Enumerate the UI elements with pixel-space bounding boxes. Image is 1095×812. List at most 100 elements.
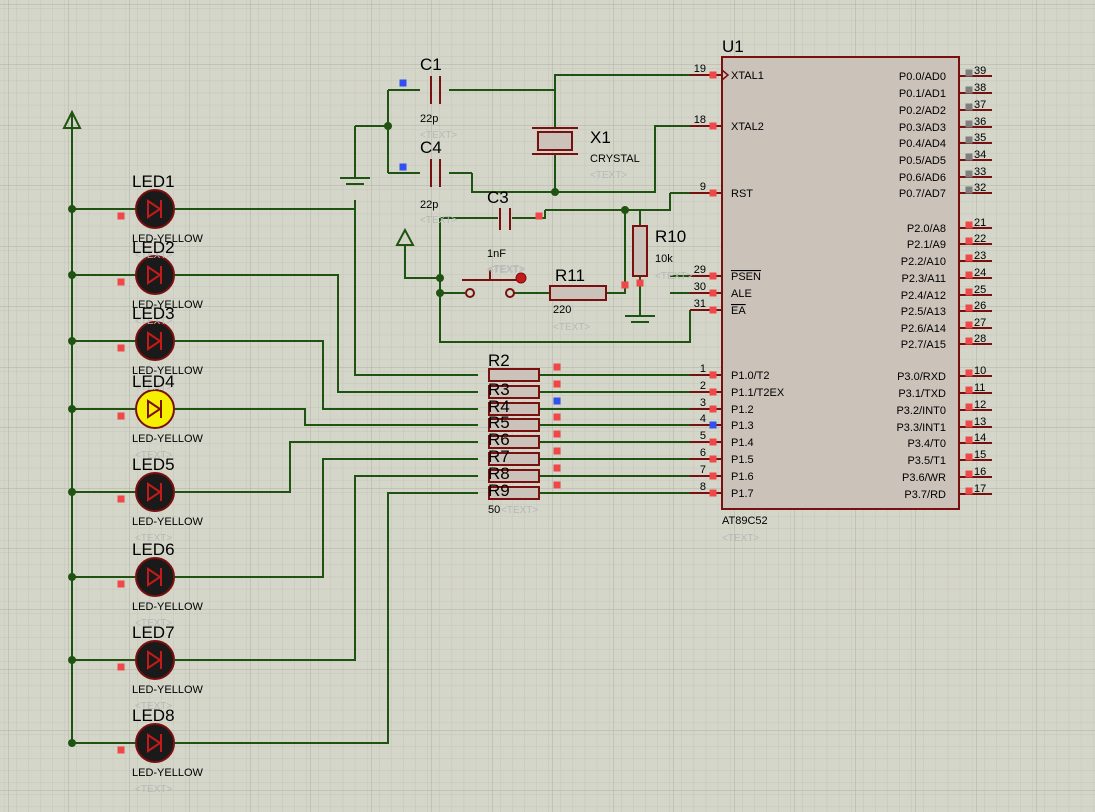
mcu-pin-number: 29 — [694, 264, 706, 276]
led-cathode-wire — [175, 492, 478, 744]
led-pin-marker — [117, 412, 125, 420]
mcu-pin-name: P1.7 — [731, 488, 754, 500]
mcu-pin-name: P0.4/AD4 — [899, 138, 946, 150]
resistor-pin-marker — [553, 397, 561, 405]
mcu-pin-name: P1.6 — [731, 471, 754, 483]
resistor-body[interactable] — [488, 469, 540, 483]
led-ref: LED5 — [132, 455, 175, 474]
led-cathode-wire — [175, 274, 478, 393]
c3-pin-marker — [535, 212, 543, 220]
mcu-pin-number: 32 — [974, 182, 986, 194]
x1-ref: X1 — [590, 128, 611, 147]
wire — [404, 245, 440, 279]
led-cathode-wire — [175, 340, 478, 410]
led-ref: LED3 — [132, 304, 175, 323]
mcu-pin-marker — [709, 421, 717, 429]
resistor-ref: R2 — [488, 351, 510, 370]
resistor-body[interactable] — [488, 385, 540, 399]
mcu-pin-number: 35 — [974, 132, 986, 144]
led-type: LED-YELLOW — [132, 433, 204, 445]
mcu-pin-number: 1 — [700, 363, 706, 375]
led-pin-marker — [117, 580, 125, 588]
led-body[interactable] — [135, 389, 175, 429]
led-type: LED-YELLOW — [132, 365, 204, 377]
resistor-body[interactable] — [488, 486, 540, 500]
button-contact[interactable] — [505, 288, 515, 298]
resistor-body[interactable] — [488, 418, 540, 432]
mcu-pin-name: P3.0/RXD — [897, 371, 946, 383]
junction-dot — [68, 405, 76, 413]
mcu-pin-name: P0.5/AD5 — [899, 155, 946, 167]
resistor-ref: R7 — [488, 447, 510, 466]
wire — [472, 74, 690, 91]
mcu-pin-name: P2.4/A12 — [901, 290, 946, 302]
mcu-pin-name: P0.1/AD1 — [899, 88, 946, 100]
mcu-pin-marker — [709, 472, 717, 480]
led-body[interactable] — [135, 723, 175, 763]
mcu-pin-marker — [709, 371, 717, 379]
led-type: LED-YELLOW — [132, 233, 204, 245]
mcu-pin-marker — [709, 189, 717, 197]
resistor-body[interactable] — [488, 452, 540, 466]
mcu-pin-marker — [965, 136, 973, 144]
mcu-body[interactable] — [721, 56, 960, 510]
mcu-pin-number: 34 — [974, 149, 986, 161]
mcu-pin-name: XTAL2 — [731, 121, 764, 133]
mcu-pin-marker — [965, 487, 973, 495]
r11-body[interactable] — [549, 285, 607, 301]
wire — [606, 210, 626, 294]
r10-ref: R10 — [655, 227, 686, 246]
led-type: LED-YELLOW — [132, 516, 204, 528]
mcu-pin-name: P1.3 — [731, 420, 754, 432]
resistor-text: <TEXT> — [501, 505, 538, 516]
r11-ref: R11 — [555, 266, 585, 285]
resistor-body[interactable] — [488, 368, 540, 382]
junction-dot — [68, 739, 76, 747]
r10-body[interactable] — [632, 225, 648, 277]
led-pin-marker — [117, 663, 125, 671]
labels: U1AT89C52<TEXT>19XTAL118XTAL29RST29PSEN3… — [132, 37, 986, 795]
mcu-pin-name: P0.6/AD6 — [899, 172, 946, 184]
button-actuator[interactable] — [462, 270, 518, 281]
led-body[interactable] — [135, 557, 175, 597]
resistor-body[interactable] — [488, 435, 540, 449]
c1-pin-marker — [399, 79, 407, 87]
crystal-body[interactable] — [537, 131, 573, 151]
led-body[interactable] — [135, 640, 175, 680]
mcu-pin-name: RST — [731, 188, 753, 200]
led-body[interactable] — [135, 189, 175, 229]
led-ref: LED1 — [132, 172, 175, 191]
mcu-pin-number: 15 — [974, 449, 986, 461]
mcu-pin-number: 18 — [694, 114, 706, 126]
mcu-pin-marker — [965, 86, 973, 94]
resistor-body[interactable] — [488, 402, 540, 416]
r10-value: 10k — [655, 253, 673, 265]
mcu-pin-number: 12 — [974, 399, 986, 411]
led-pin-marker — [117, 746, 125, 754]
components — [62, 56, 992, 763]
mcu-pin-name: P2.2/A10 — [901, 256, 946, 268]
led-body[interactable] — [135, 472, 175, 512]
junction-dot — [436, 274, 444, 282]
led-type: LED-YELLOW — [132, 767, 204, 779]
led-ref: LED2 — [132, 238, 175, 257]
ground-icon — [340, 177, 370, 185]
mcu-pin-number: 25 — [974, 284, 986, 296]
mcu-pin-name: P2.6/A14 — [901, 323, 946, 335]
mcu-pin-marker — [965, 420, 973, 428]
led-text: <TEXT> — [135, 250, 172, 261]
led-cathode-wire — [175, 441, 478, 493]
led-body[interactable] — [135, 255, 175, 295]
mcu-pin-number: 14 — [974, 432, 986, 444]
clock-marker — [721, 69, 730, 81]
junction-dot — [68, 488, 76, 496]
resistor-pin-marker — [553, 413, 561, 421]
mcu-pin-marker — [965, 337, 973, 345]
led-body[interactable] — [135, 321, 175, 361]
led-cathode-wire — [175, 458, 478, 578]
mcu-pin-number: 2 — [700, 380, 706, 392]
c3-value: 1nF — [487, 248, 506, 260]
c1-text: <TEXT> — [420, 130, 457, 141]
button-contact[interactable] — [465, 288, 475, 298]
